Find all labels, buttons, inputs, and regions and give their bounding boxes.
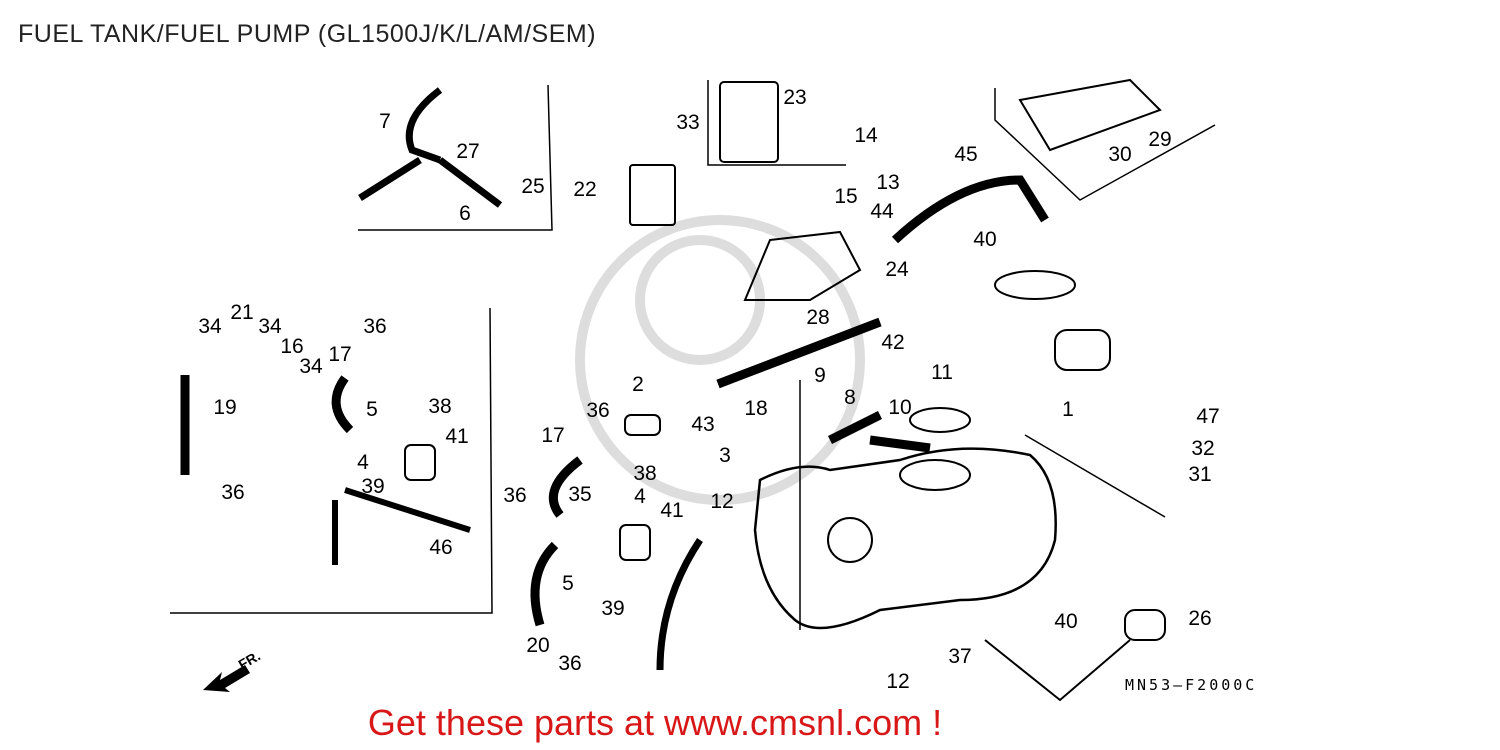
part-label[interactable]: 15 [834, 185, 858, 208]
part-label[interactable]: 25 [521, 175, 545, 198]
fuel-tank [753, 447, 1057, 630]
part-label[interactable]: 31 [1188, 463, 1212, 486]
part-label[interactable]: 5 [562, 572, 574, 595]
page-title: FUEL TANK/FUEL PUMP (GL1500J/K/L/AM/SEM) [18, 20, 597, 48]
part-label[interactable]: 13 [876, 171, 900, 194]
part-label[interactable]: 43 [691, 413, 715, 436]
part-label[interactable]: 47 [1196, 405, 1220, 428]
part-label[interactable]: 6 [459, 202, 471, 225]
part-label[interactable]: 38 [633, 462, 657, 485]
part-label[interactable]: 2 [632, 373, 644, 396]
part-label[interactable]: 3 [719, 444, 731, 467]
part-label[interactable]: 42 [881, 331, 905, 354]
part-label[interactable]: 7 [379, 110, 391, 133]
part-label[interactable]: 36 [221, 481, 245, 504]
part-label[interactable]: 34 [258, 315, 282, 338]
part-label[interactable]: 39 [361, 475, 385, 498]
part-label[interactable]: 34 [198, 315, 222, 338]
part-label[interactable]: 28 [806, 306, 830, 329]
part-label[interactable]: 4 [634, 485, 646, 508]
part-label[interactable]: 41 [445, 425, 469, 448]
promo-link[interactable]: Get these parts at www.cmsnl.com ! [367, 702, 943, 743]
part-label[interactable]: 20 [526, 634, 550, 657]
part-label[interactable]: 12 [710, 490, 734, 513]
part-label[interactable]: 32 [1191, 437, 1215, 460]
part-label[interactable]: 44 [870, 200, 894, 223]
part-label[interactable]: 36 [363, 315, 387, 338]
part-label[interactable]: 46 [429, 536, 453, 559]
part-label[interactable]: 35 [568, 483, 592, 506]
part-label[interactable]: 17 [541, 424, 565, 447]
part-label[interactable]: 34 [299, 355, 323, 378]
part-label[interactable]: 14 [854, 124, 878, 147]
part-label[interactable]: 30 [1108, 143, 1132, 166]
part-label[interactable]: 29 [1148, 128, 1172, 151]
part-label[interactable]: 40 [973, 228, 997, 251]
part-label[interactable]: 41 [660, 499, 684, 522]
part-label[interactable]: 23 [783, 86, 807, 109]
group-frames [170, 80, 1216, 630]
part-label[interactable]: 5 [366, 398, 378, 421]
part-label[interactable]: 26 [1188, 607, 1212, 630]
part-label[interactable]: 36 [586, 399, 610, 422]
part-label[interactable]: 17 [328, 343, 352, 366]
fuel-pump-and-parts [404, 78, 1166, 702]
hoses [180, 87, 1049, 671]
part-label[interactable]: 10 [888, 396, 912, 419]
part-label[interactable]: 16 [280, 335, 304, 358]
part-label[interactable]: 39 [601, 597, 625, 620]
promo-banner[interactable]: Get these parts at www.cmsnl.com ! [0, 702, 1500, 744]
diagram-code: MN53—F2000C [1125, 676, 1258, 694]
part-label[interactable]: 19 [213, 396, 237, 419]
part-label[interactable]: 18 [744, 397, 768, 420]
part-label[interactable]: 8 [844, 386, 856, 409]
part-label[interactable]: 12 [886, 670, 910, 693]
part-label[interactable]: 36 [503, 484, 527, 507]
part-label[interactable]: 11 [931, 361, 953, 384]
part-label[interactable]: 27 [456, 140, 480, 163]
part-label[interactable]: 4 [357, 451, 369, 474]
part-label[interactable]: 9 [814, 364, 826, 387]
part-label[interactable]: 22 [573, 178, 597, 201]
part-label[interactable]: 36 [558, 652, 582, 675]
part-label[interactable]: 38 [428, 395, 452, 418]
part-label[interactable]: 21 [230, 301, 254, 324]
part-label[interactable]: 37 [948, 645, 972, 668]
part-label[interactable]: 40 [1054, 610, 1078, 633]
part-label[interactable]: 24 [885, 258, 909, 281]
part-label[interactable]: 45 [954, 143, 978, 166]
part-label[interactable]: 1 [1062, 398, 1074, 421]
part-label[interactable]: 33 [676, 111, 700, 134]
